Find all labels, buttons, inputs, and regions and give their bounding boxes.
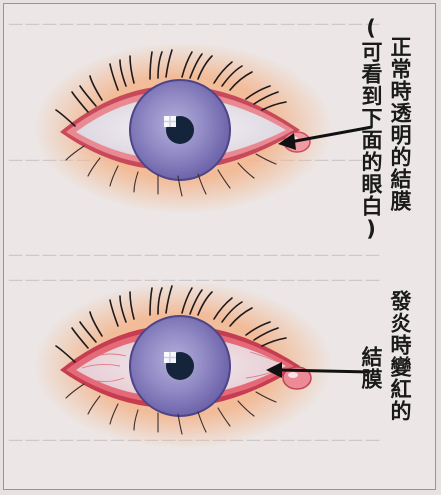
normal-label-line2: (可看到下面的眼白)	[358, 16, 384, 242]
inflamed-eye	[33, 281, 333, 449]
normal-eye	[33, 42, 333, 214]
normal-label-line1: 正常時透明的結膜	[387, 36, 413, 212]
inflamed-label-line1: 發炎時變紅的	[387, 290, 413, 422]
inflamed-label-line2: 結膜	[358, 346, 384, 390]
